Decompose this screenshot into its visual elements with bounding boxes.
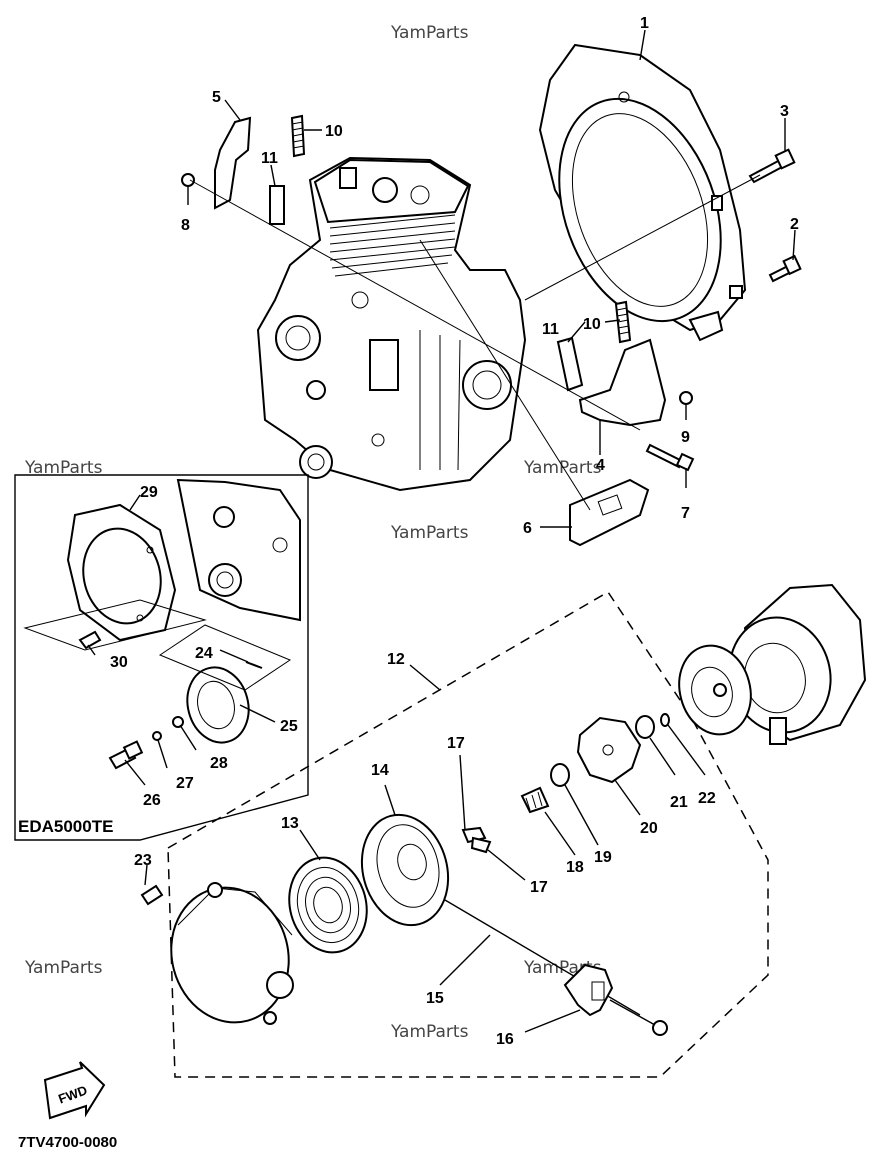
callout-26: 26 [143, 792, 161, 809]
brackets [181, 114, 802, 547]
callout-3: 3 [780, 103, 789, 120]
callout-6: 6 [523, 520, 532, 537]
callout-1: 1 [640, 15, 649, 32]
leader-lines [87, 29, 796, 1033]
callout-11-top: 11 [261, 150, 278, 167]
watermark: YamParts [24, 958, 103, 978]
callout-27: 27 [176, 775, 194, 792]
callout-numbers: 1 2 3 4 5 6 7 8 9 10 10 11 11 12 13 14 1… [110, 15, 799, 1048]
diagram-code: 7TV4700-0080 [18, 1134, 117, 1151]
callout-21: 21 [670, 794, 688, 811]
flywheel-pulley [678, 583, 867, 745]
callout-19: 19 [594, 849, 612, 866]
callout-2: 2 [790, 216, 799, 233]
callout-13: 13 [281, 815, 299, 832]
engine-block [256, 156, 527, 492]
callout-30: 30 [110, 654, 128, 671]
callout-15: 15 [426, 990, 444, 1007]
callout-20: 20 [640, 820, 658, 837]
callout-5: 5 [212, 89, 221, 106]
callout-10-right: 10 [583, 316, 601, 333]
fan-shroud [538, 43, 747, 342]
callout-14: 14 [371, 762, 389, 779]
callout-23: 23 [134, 852, 152, 869]
callout-24: 24 [195, 645, 213, 662]
callout-18: 18 [566, 859, 584, 876]
callout-8: 8 [181, 217, 190, 234]
watermark: YamParts [390, 523, 469, 543]
callout-12: 12 [387, 651, 405, 668]
callout-4: 4 [596, 457, 605, 474]
callout-17-bottom: 17 [530, 879, 548, 896]
callout-7: 7 [681, 505, 690, 522]
callout-28: 28 [210, 755, 228, 772]
watermark: YamParts [523, 458, 602, 478]
callout-11-right: 11 [542, 321, 559, 338]
recoil-starter-assembly [140, 590, 769, 1078]
callout-9: 9 [681, 429, 690, 446]
callout-17-top: 17 [447, 735, 465, 752]
callout-29: 29 [140, 484, 158, 501]
fwd-arrow-icon: FWD [43, 1061, 106, 1120]
watermark: YamParts [390, 23, 469, 43]
callout-16: 16 [496, 1031, 514, 1048]
watermark: YamParts [390, 1022, 469, 1042]
watermark: YamParts [24, 458, 103, 478]
callout-10-top: 10 [325, 123, 343, 140]
inset-label: EDA5000TE [18, 817, 113, 836]
callout-25: 25 [280, 718, 298, 735]
inset-eda5000te [14, 474, 309, 841]
callout-22: 22 [698, 790, 716, 807]
